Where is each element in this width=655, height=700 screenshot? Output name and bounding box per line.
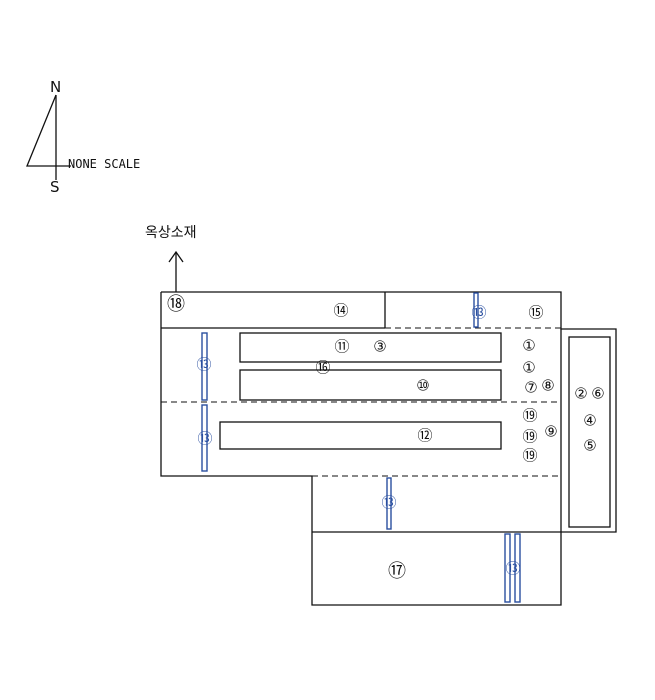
bar-13-top <box>473 292 479 328</box>
bar-markers <box>201 292 521 603</box>
marker-5: ⑤ <box>583 436 597 455</box>
marker-19c: ⑲ <box>522 446 538 465</box>
marker-6: ⑥ <box>591 384 605 403</box>
marker-13-left-lower: ⑬ <box>197 429 213 448</box>
marker-19b: ⑲ <box>522 427 538 446</box>
marker-17: ⑰ <box>388 561 406 582</box>
bar-13-left-upper <box>201 332 208 401</box>
zone-dividers <box>161 327 561 477</box>
marker-13-middle: ⑬ <box>381 493 397 512</box>
marker-11: ⑪ <box>334 337 350 356</box>
marker-2: ② <box>574 384 588 403</box>
marker-1a: ① <box>522 336 536 355</box>
compass-south-label: S <box>50 178 60 196</box>
bar-13-left-lower <box>201 404 208 472</box>
bar-13-bottom-a <box>504 533 511 603</box>
arrow-label: 옥상소재 <box>145 225 197 241</box>
building-outline <box>160 291 617 606</box>
bar-13-bottom-b <box>514 533 521 603</box>
marker-9: ⑨ <box>544 422 558 441</box>
scale-note: NONE SCALE <box>68 157 141 171</box>
marker-3: ③ <box>373 337 387 356</box>
marker-15: ⑮ <box>528 303 544 322</box>
marker-7: ⑦ <box>524 378 538 397</box>
marker-16: ⑯ <box>315 358 331 377</box>
block-right <box>568 336 611 528</box>
marker-13-bottom: ⑬ <box>505 559 521 578</box>
marker-14: ⑭ <box>333 301 349 320</box>
block-12 <box>219 421 502 450</box>
marker-13-left-upper: ⑬ <box>196 355 212 374</box>
compass-arrow-triangle <box>26 94 71 167</box>
inner-blocks <box>219 332 611 528</box>
marker-1b: ① <box>522 358 536 377</box>
marker-4: ④ <box>583 411 597 430</box>
up-arrow <box>168 250 184 292</box>
marker-13-top: ⑬ <box>471 303 487 322</box>
marker-8: ⑧ <box>541 376 555 395</box>
bar-13-middle <box>386 477 392 530</box>
compass-symbol <box>26 94 71 180</box>
marker-18: ⑱ <box>167 294 185 315</box>
block-11-3 <box>239 332 502 363</box>
marker-10: ⑩ <box>416 376 430 395</box>
marker-12: ⑫ <box>417 426 433 445</box>
block-10 <box>239 369 502 401</box>
marker-19a: ⑲ <box>522 406 538 425</box>
compass-north-label: N <box>50 78 62 96</box>
